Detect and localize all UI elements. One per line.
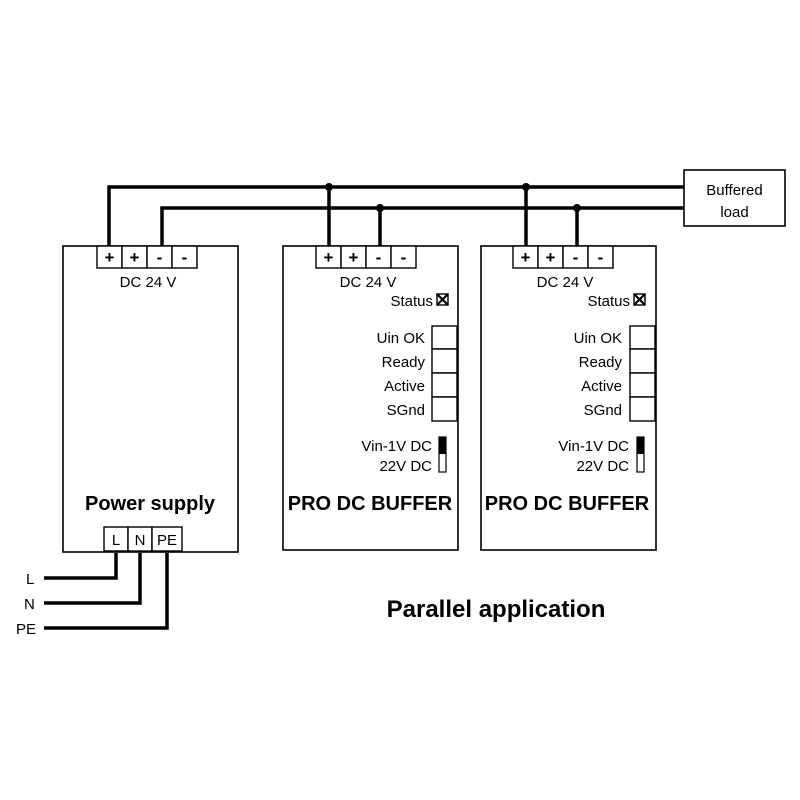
terminal [587,245,614,269]
terminal-symbol: - [598,248,604,267]
dc-wiring [107,183,684,247]
signal-terminal [629,348,656,374]
terminal-symbol: - [401,248,407,267]
terminal-symbol: + [521,248,531,267]
terminal-symbol: - [376,248,382,267]
junction-dot [573,204,581,212]
buffer-output-label: DC 24 V [537,274,594,291]
buffer-output-terminals: + + - - [315,245,417,269]
dip-switch-icon [636,436,645,473]
signal-terminal [431,348,458,374]
terminal-symbol: + [130,248,140,267]
signal-label: SGnd [584,402,622,419]
signal-terminal [431,396,458,422]
terminal [103,526,129,552]
status-label: Status [587,293,630,310]
signal-label: Uin OK [574,330,622,347]
power-supply-output-terminals: + + - - [96,245,198,269]
positive-bus-wire [107,185,684,247]
power-supply-output-label: DC 24 V [120,274,177,291]
buffer-output-terminals: + + - - [512,245,614,269]
load-label-line1: Buffered [706,182,762,199]
terminal-symbol: - [182,248,188,267]
power-supply-name: Power supply [85,493,216,515]
dip-switch-icon [438,436,447,473]
status-label: Status [390,293,433,310]
power-supply: + + - - DC 24 V Power supply L N PE [62,245,239,553]
signal-terminal [431,325,458,350]
signal-terminal [629,325,656,350]
terminal-label: PE [157,532,177,549]
junction-dot [376,204,384,212]
signal-label: Active [581,378,622,395]
junction-dot [522,183,530,191]
buffered-load: Buffered load [683,169,786,227]
terminal-symbol: - [573,248,579,267]
signal-label: Uin OK [377,330,425,347]
terminal-label: N [135,532,146,549]
pro-dc-buffer-2: + + - - DC 24 V Status Uin OK Ready Acti… [480,245,657,551]
terminal-symbol: - [157,248,163,267]
terminal-symbol: + [324,248,334,267]
power-supply-input-terminals: L N PE [103,526,183,552]
pro-dc-buffer-1: + + - - DC 24 V Status Uin OK Ready Acti… [282,245,459,551]
terminal-symbol: + [546,248,556,267]
switch-upper-label: Vin-1V DC [558,438,629,455]
terminal [151,526,183,552]
diagram-title: Parallel application [387,596,606,623]
terminal-symbol: + [349,248,359,267]
signal-label: Active [384,378,425,395]
load-label-line2: load [720,204,748,221]
signal-label: SGnd [387,402,425,419]
signal-label: Ready [579,354,623,371]
signal-terminal [629,372,656,398]
mains-pe-wire [44,553,169,630]
signal-terminal [431,372,458,398]
status-led-icon [633,293,646,306]
terminal-label: L [112,532,120,549]
signal-terminals: Uin OK Ready Active SGnd [377,325,458,422]
mains-l-label: L [26,571,34,588]
mains-l-wire [44,553,118,580]
junction-dot [325,183,333,191]
signal-label: Ready [382,354,426,371]
negative-bus-wire [160,206,684,247]
buffer-name: PRO DC BUFFER [288,493,453,515]
status-led-icon [436,293,449,306]
terminal-symbol: + [105,248,115,267]
mains-wiring [44,553,169,630]
mains-n-wire [44,553,142,605]
switch-lower-label: 22V DC [379,458,432,475]
mains-pe-label: PE [16,621,36,638]
switch-upper-label: Vin-1V DC [361,438,432,455]
buffer-name: PRO DC BUFFER [485,493,650,515]
signal-terminals: Uin OK Ready Active SGnd [574,325,656,422]
terminal [171,245,198,269]
buffer-output-label: DC 24 V [340,274,397,291]
switch-lower-label: 22V DC [576,458,629,475]
signal-terminal [629,396,656,422]
terminal [390,245,417,269]
mains-n-label: N [24,596,35,613]
